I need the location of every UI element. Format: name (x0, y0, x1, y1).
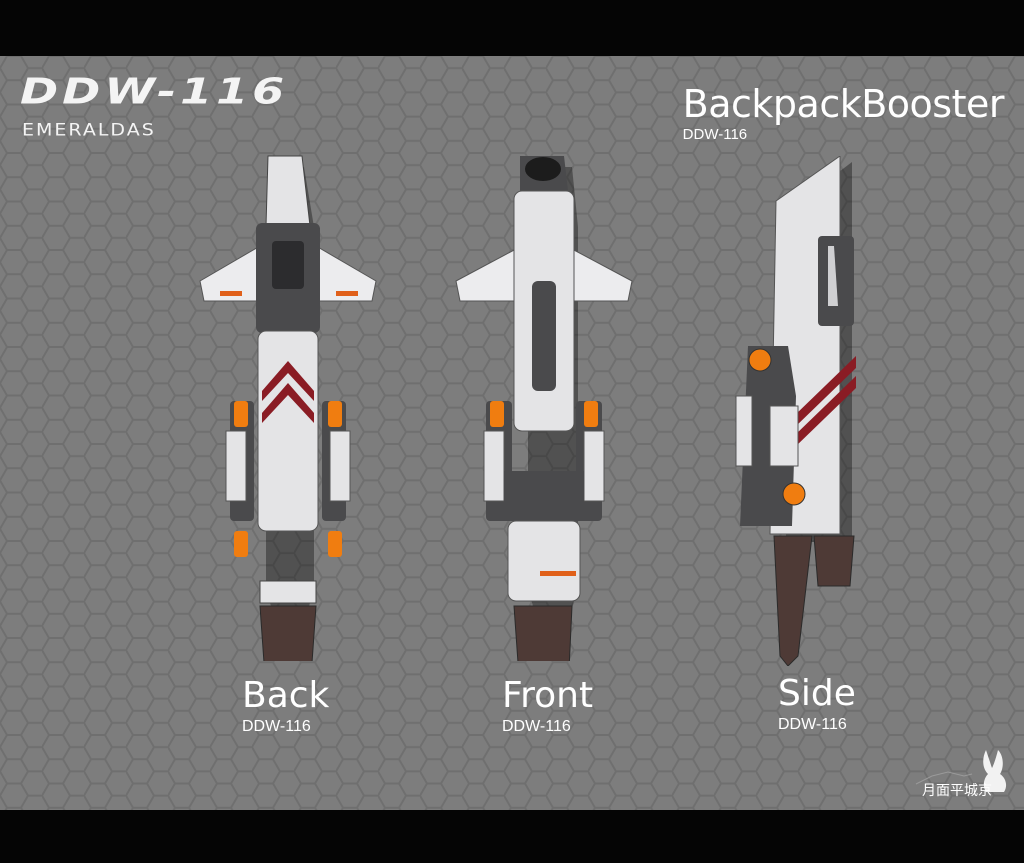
view-code: DDW-116 (242, 718, 311, 735)
watermark-text: 月面平城京 (922, 783, 992, 799)
heading-title: BackpackBooster (682, 82, 1005, 126)
page-heading: BackpackBooster DDW-116 (682, 82, 1005, 143)
logo: DDW-116 EMERALDAS (20, 70, 410, 140)
view-code: DDW-116 (502, 718, 571, 735)
view-name: Side (778, 673, 856, 714)
view-label-back: Back DDW-116 (242, 676, 329, 736)
view-label-front: Front DDW-116 (502, 676, 593, 736)
letterbox-bottom (0, 810, 1024, 863)
view-code: DDW-116 (778, 716, 847, 733)
watermark: 月面平城京 (912, 746, 1012, 802)
canvas: DDW-116 EMERALDAS BackpackBooster DDW-11… (0, 56, 1024, 810)
view-name: Back (242, 675, 330, 716)
logo-title: DDW-116 (20, 70, 289, 113)
heading-code: DDW-116 (682, 126, 748, 143)
booster-back-view (199, 155, 377, 661)
letterbox-top (0, 0, 1024, 56)
rabbit-logo-icon (915, 750, 1007, 792)
logo-subtitle: EMERALDAS (22, 120, 156, 140)
booster-front-view (455, 156, 633, 661)
view-label-side: Side DDW-116 (778, 674, 856, 734)
booster-side-view (735, 156, 856, 666)
view-name: Front (502, 675, 594, 716)
